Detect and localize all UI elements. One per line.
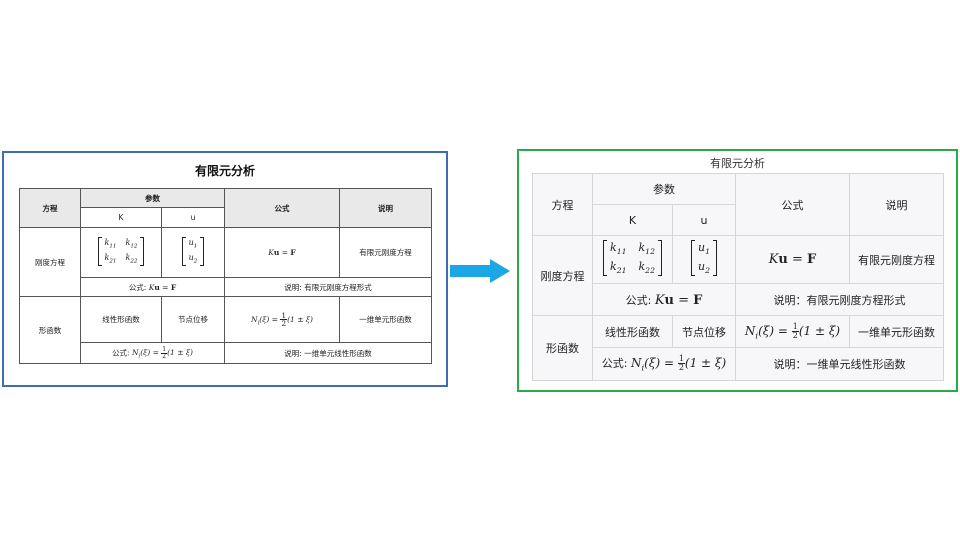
sub-desc-cell: 说明：有限元刚度方程形式	[735, 283, 944, 316]
desc-cell: 有限元刚度方程	[339, 227, 432, 278]
sub-desc-cell: 说明: 有限元刚度方程形式	[224, 277, 432, 297]
header-desc: 说明	[339, 188, 432, 228]
param2-cell: 节点位移	[161, 296, 225, 343]
row-name: 刚度方程	[532, 235, 593, 316]
header-param-k: K	[592, 204, 673, 236]
header-params: 参数	[592, 173, 736, 205]
desc-cell: 有限元刚度方程	[849, 235, 944, 284]
sub-formula-cell: 公式: Ku = F	[80, 277, 225, 297]
sub-desc-cell: 说明: 一维单元线性形函数	[224, 342, 432, 364]
desc-cell: 一维单元形函数	[849, 315, 944, 348]
param1-cell: 线性形函数	[80, 296, 162, 343]
header-formula: 公式	[735, 173, 850, 236]
formula-cell: Ku = F	[735, 235, 850, 284]
header-params: 参数	[80, 188, 225, 208]
row-name: 刚度方程	[19, 227, 81, 297]
row-name: 形函数	[532, 315, 593, 381]
param1-cell: 线性形函数	[592, 315, 673, 348]
header-param-u: u	[672, 204, 736, 236]
header-param-k: K	[80, 207, 162, 228]
header-param-u: u	[161, 207, 225, 228]
header-formula: 公式	[224, 188, 340, 228]
sub-formula-cell: 公式: Ku = F	[592, 283, 736, 316]
formula-ku-f: Ku = F	[268, 248, 296, 257]
formula-cell: Ku = F	[224, 227, 340, 278]
header-equation: 方程	[532, 173, 593, 236]
header-equation: 方程	[19, 188, 81, 228]
panel-title: 有限元分析	[710, 157, 765, 170]
panel-title: 有限元分析	[194, 164, 255, 178]
row-name: 形函数	[19, 296, 81, 364]
param2-cell: 节点位移	[672, 315, 736, 348]
right-arrow-icon	[450, 259, 510, 283]
sub-desc-cell: 说明：一维单元线性形函数	[735, 347, 944, 381]
header-desc: 说明	[849, 173, 944, 236]
desc-cell: 一维单元形函数	[339, 296, 432, 343]
